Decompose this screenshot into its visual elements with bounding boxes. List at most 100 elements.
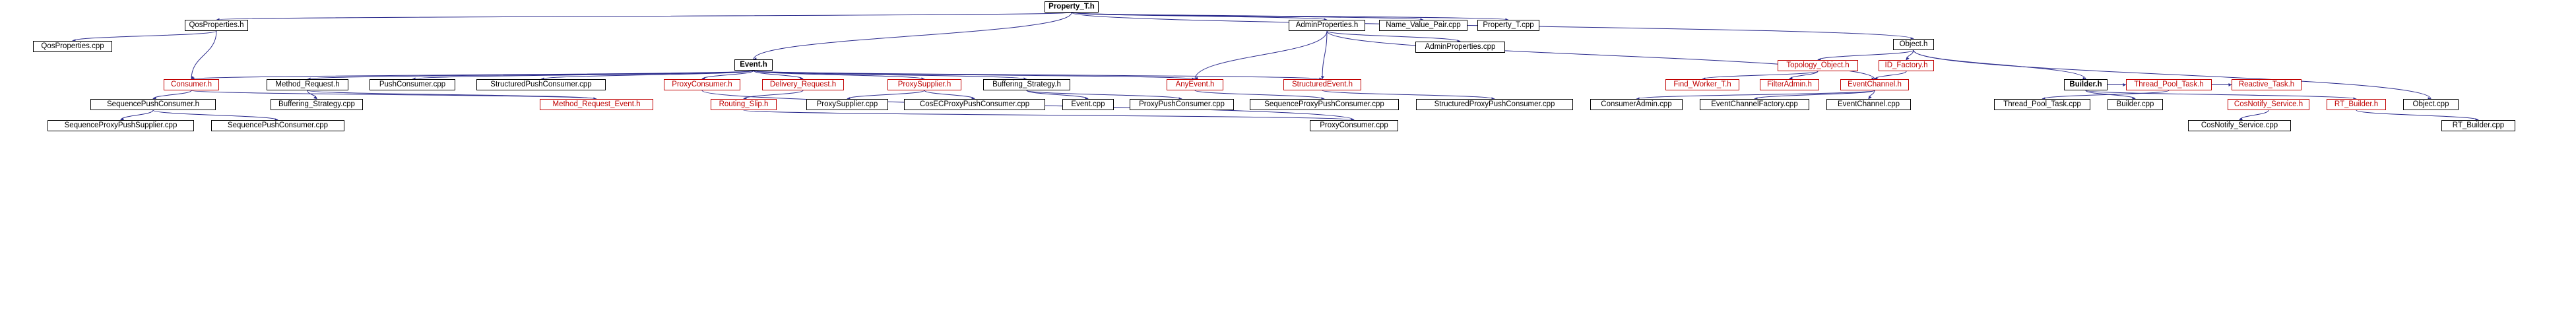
graph-node-eventchannelfactory_cpp[interactable]: EventChannelFactory.cpp <box>1700 99 1809 110</box>
graph-node-qosproperties_cpp[interactable]: QosProperties.cpp <box>33 41 112 52</box>
edge-method_request_h-to-buffering_strategy_cpp <box>307 90 317 100</box>
graph-node-sequencepushconsumer_h[interactable]: SequencePushConsumer.h <box>90 99 216 110</box>
graph-node-qosproperties_h[interactable]: QosProperties.h <box>185 20 248 31</box>
edge-proxysupplier_h-to-proxysupplier_cpp <box>847 90 925 100</box>
graph-node-thread_pool_task_h[interactable]: Thread_Pool_Task.h <box>2126 79 2212 90</box>
graph-node-structuredproxypushconsumer_cpp[interactable]: StructuredProxyPushConsumer.cpp <box>1416 99 1573 110</box>
graph-node-property_t_h[interactable]: Property_T.h <box>1045 1 1099 13</box>
graph-node-id_factory_h[interactable]: ID_Factory.h <box>1879 60 1934 71</box>
graph-node-consumeradmin_cpp[interactable]: ConsumerAdmin.cpp <box>1590 99 1683 110</box>
edge-anyevent_h-to-sequenceproxypushconsumer_cpp <box>1194 90 1325 100</box>
edge-object_h-to-topology_object_h <box>1817 49 1914 61</box>
edge-structuredevent_h-to-structuredproxypushconsumer_cpp <box>1322 90 1495 100</box>
edge-adminproperties_h-to-eventchannel_h <box>1326 30 1875 80</box>
graph-node-find_worker_t_h[interactable]: Find_Worker_T.h <box>1665 79 1739 90</box>
graph-node-proxyconsumer_h[interactable]: ProxyConsumer.h <box>664 79 740 90</box>
graph-node-coseccproxypushconsumer_cpp[interactable]: CosECProxyPushConsumer.cpp <box>904 99 1045 110</box>
edge-method_request_h-to-method_request_event_h <box>307 90 597 100</box>
edge-builder_h-to-builder_cpp <box>2085 90 2136 100</box>
graph-node-proxyconsumer_cpp[interactable]: ProxyConsumer.cpp <box>1310 120 1398 131</box>
graph-node-structuredevent_h[interactable]: StructuredEvent.h <box>1283 79 1361 90</box>
graph-node-thread_pool_task_cpp[interactable]: Thread_Pool_Task.cpp <box>1994 99 2090 110</box>
edge-eventchannel_h-to-eventchannelfactory_cpp <box>1754 90 1875 100</box>
edge-object_h-to-id_factory_h <box>1906 49 1914 61</box>
edge-routing_slip_h-to-proxyconsumer_cpp <box>743 110 1355 121</box>
graph-node-rt_builder_cpp[interactable]: RT_Builder.cpp <box>2441 120 2515 131</box>
edge-qosproperties_h-to-consumer_h <box>191 30 217 80</box>
edge-event_h-to-buffering_strategy_h <box>753 70 1027 80</box>
graph-node-proxysupplier_h[interactable]: ProxySupplier.h <box>887 79 961 90</box>
edge-eventchannel_h-to-consumeradmin_cpp <box>1636 90 1875 100</box>
edge-property_t_h-to-qosproperties_h <box>216 12 1072 20</box>
graph-node-name_value_pair_cpp[interactable]: Name_Value_Pair.cpp <box>1379 20 1467 31</box>
edge-event_h-to-delivery_request_h <box>753 70 804 80</box>
edge-consumer_h-to-sequencepushconsumer_h <box>152 90 192 100</box>
edge-buffering_strategy_h-to-event_cpp <box>1026 90 1089 100</box>
graph-node-adminproperties_h[interactable]: AdminProperties.h <box>1289 20 1365 31</box>
edge-thread_pool_task_h-to-thread_pool_task_cpp <box>2042 90 2170 100</box>
graph-node-topology_object_h[interactable]: Topology_Object.h <box>1778 60 1858 71</box>
graph-node-buffering_strategy_h[interactable]: Buffering_Strategy.h <box>983 79 1070 90</box>
graph-node-cosnotify_service_cpp[interactable]: CosNotify_Service.cpp <box>2188 120 2291 131</box>
edge-cosnotify_service_h-to-cosnotify_service_cpp <box>2239 110 2269 121</box>
graph-node-consumer_h[interactable]: Consumer.h <box>164 79 219 90</box>
graph-node-eventchannel_h[interactable]: EventChannel.h <box>1840 79 1909 90</box>
edge-event_h-to-consumer_h <box>191 70 754 80</box>
edge-event_h-to-method_request_h <box>307 70 754 80</box>
edge-consumer_h-to-method_request_event_h <box>191 90 597 100</box>
graph-node-proxypushconsumer_cpp[interactable]: ProxyPushConsumer.cpp <box>1130 99 1234 110</box>
graph-node-proxysupplier_cpp[interactable]: ProxySupplier.cpp <box>806 99 888 110</box>
graph-node-event_cpp[interactable]: Event.cpp <box>1062 99 1114 110</box>
graph-node-filteradmin_h[interactable]: FilterAdmin.h <box>1760 79 1819 90</box>
edge-event_h-to-structuredpushconsumer_cpp <box>540 70 754 80</box>
graph-node-cosnotify_service_h[interactable]: CosNotify_Service.h <box>2228 99 2309 110</box>
graph-node-buffering_strategy_cpp[interactable]: Buffering_Strategy.cpp <box>271 99 363 110</box>
edge-adminproperties_h-to-anyevent_h <box>1194 30 1328 80</box>
edge-sequencepushconsumer_h-to-sequenceproxypushsupplier_cpp <box>120 110 154 121</box>
graph-node-sequencepushconsumer_cpp[interactable]: SequencePushConsumer.cpp <box>211 120 344 131</box>
graph-node-routing_slip_h[interactable]: Routing_Slip.h <box>711 99 777 110</box>
edge-object_h-to-object_cpp <box>1913 49 2431 100</box>
edge-object_h-to-builder_h <box>1913 49 2086 80</box>
edge-property_t_h-to-name_value_pair_cpp <box>1071 12 1424 20</box>
edge-sequencepushconsumer_h-to-sequencepushconsumer_cpp <box>152 110 278 121</box>
graph-node-pushconsumer_cpp[interactable]: PushConsumer.cpp <box>370 79 455 90</box>
graph-node-anyevent_h[interactable]: AnyEvent.h <box>1167 79 1223 90</box>
edge-event_h-to-proxysupplier_h <box>753 70 925 80</box>
edge-adminproperties_h-to-structuredevent_h <box>1322 30 1328 80</box>
edge-id_factory_h-to-eventchannel_h <box>1874 71 1907 80</box>
graph-node-object_h[interactable]: Object.h <box>1893 39 1934 50</box>
graph-node-sequenceproxypushconsumer_cpp[interactable]: SequenceProxyPushConsumer.cpp <box>1250 99 1399 110</box>
graph-node-reactive_task_h[interactable]: Reactive_Task.h <box>2232 79 2302 90</box>
graph-node-sequenceproxypushsupplier_cpp[interactable]: SequenceProxyPushSupplier.cpp <box>48 120 194 131</box>
edge-property_t_h-to-property_t_cpp <box>1071 12 1509 20</box>
edge-event_h-to-pushconsumer_cpp <box>412 70 754 80</box>
graph-node-object_cpp[interactable]: Object.cpp <box>2403 99 2459 110</box>
edge-proxysupplier_h-to-coseccproxypushconsumer_cpp <box>924 90 975 100</box>
graph-node-delivery_request_h[interactable]: Delivery_Request.h <box>762 79 844 90</box>
edge-property_t_h-to-adminproperties_h <box>1071 12 1328 20</box>
graph-node-rt_builder_h[interactable]: RT_Builder.h <box>2327 99 2386 110</box>
edge-event_h-to-anyevent_h <box>753 70 1196 80</box>
graph-node-eventchannel_cpp[interactable]: EventChannel.cpp <box>1826 99 1911 110</box>
edge-topology_object_h-to-filteradmin_h <box>1789 71 1819 80</box>
graph-node-adminproperties_cpp[interactable]: AdminProperties.cpp <box>1415 42 1505 53</box>
edge-event_h-to-proxyconsumer_h <box>701 70 754 80</box>
graph-node-builder_h[interactable]: Builder.h <box>2064 79 2108 90</box>
edge-event_h-to-structuredevent_h <box>753 70 1323 80</box>
graph-node-builder_cpp[interactable]: Builder.cpp <box>2108 99 2163 110</box>
graph-node-structuredpushconsumer_cpp[interactable]: StructuredPushConsumer.cpp <box>476 79 606 90</box>
edge-adminproperties_h-to-adminproperties_cpp <box>1326 30 1461 42</box>
edge-buffering_strategy_h-to-proxypushconsumer_cpp <box>1026 90 1182 100</box>
edge-builder_h-to-rt_builder_h <box>2085 90 2357 100</box>
graph-node-event_h[interactable]: Event.h <box>734 59 773 71</box>
graph-node-method_request_event_h[interactable]: Method_Request_Event.h <box>540 99 653 110</box>
graph-node-method_request_h[interactable]: Method_Request.h <box>267 79 348 90</box>
edge-qosproperties_h-to-qosproperties_cpp <box>72 30 217 42</box>
edge-delivery_request_h-to-routing_slip_h <box>743 90 804 100</box>
graph-node-property_t_cpp[interactable]: Property_T.cpp <box>1477 20 1539 31</box>
edge-topology_object_h-to-find_worker_t_h <box>1702 71 1819 80</box>
edge-rt_builder_h-to-rt_builder_cpp <box>2356 110 2479 121</box>
